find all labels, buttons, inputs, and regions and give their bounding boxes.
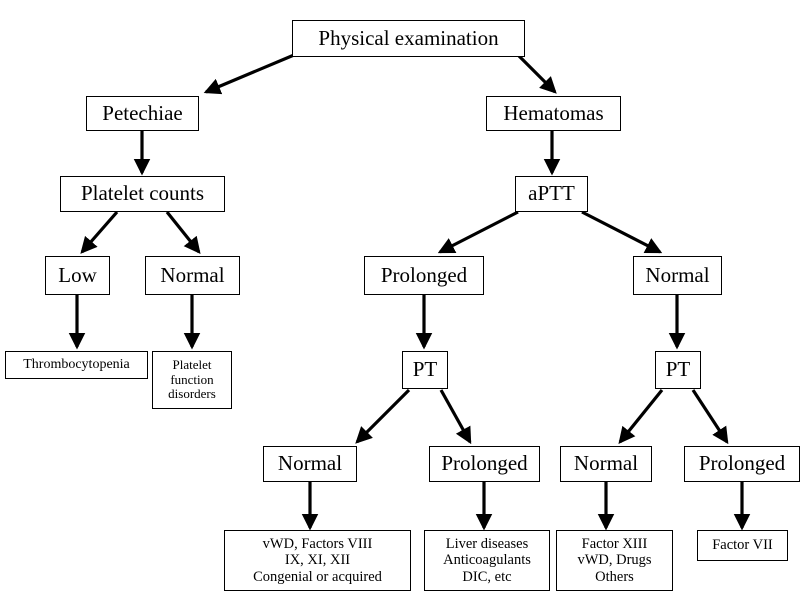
edge-exam-to-hematomas: [517, 54, 557, 94]
node-hematomas[interactable]: Hematomas: [486, 96, 621, 131]
node-result-factor-xiii[interactable]: Factor XIII vWD, Drugs Others: [556, 530, 673, 591]
node-physical-examination[interactable]: Physical examination: [292, 20, 525, 57]
edge-pt-right-to-normal: [618, 388, 664, 444]
node-pt-left[interactable]: PT: [402, 351, 448, 389]
node-platelet-counts[interactable]: Platelet counts: [60, 176, 225, 212]
node-result-liver-diseases[interactable]: Liver diseases Anticoagulants DIC, etc: [424, 530, 550, 591]
node-aptt[interactable]: aPTT: [515, 176, 588, 212]
node-petechiae[interactable]: Petechiae: [86, 96, 199, 131]
node-pt-left-prolonged[interactable]: Prolonged: [429, 446, 540, 482]
node-pt-left-normal[interactable]: Normal: [263, 446, 357, 482]
edge-platelet-counts-to-normal: [165, 211, 201, 254]
edge-pt-left-to-prolonged: [439, 389, 472, 445]
node-platelet-function-disorders[interactable]: Platelet function disorders: [152, 351, 232, 409]
edge-exam-to-petechiae: [203, 53, 295, 95]
node-platelet-normal[interactable]: Normal: [145, 256, 240, 295]
node-aptt-prolonged[interactable]: Prolonged: [364, 256, 484, 295]
edge-pt-left-to-normal: [355, 388, 411, 444]
node-result-vwd-factors[interactable]: vWD, Factors VIII IX, XI, XII Congenial …: [224, 530, 411, 591]
node-platelet-low[interactable]: Low: [45, 256, 110, 295]
edge-platelet-counts-to-low: [80, 210, 119, 254]
edge-aptt-to-normal: [581, 210, 663, 254]
edge-pt-right-to-prolonged: [691, 389, 729, 445]
node-pt-right-prolonged[interactable]: Prolonged: [684, 446, 800, 482]
node-pt-right-normal[interactable]: Normal: [560, 446, 652, 482]
node-result-factor-vii[interactable]: Factor VII: [697, 530, 788, 561]
node-thrombocytopenia[interactable]: Thrombocytopenia: [5, 351, 148, 379]
edge-aptt-to-prolonged: [437, 210, 519, 254]
node-pt-right[interactable]: PT: [655, 351, 701, 389]
node-aptt-normal[interactable]: Normal: [633, 256, 722, 295]
